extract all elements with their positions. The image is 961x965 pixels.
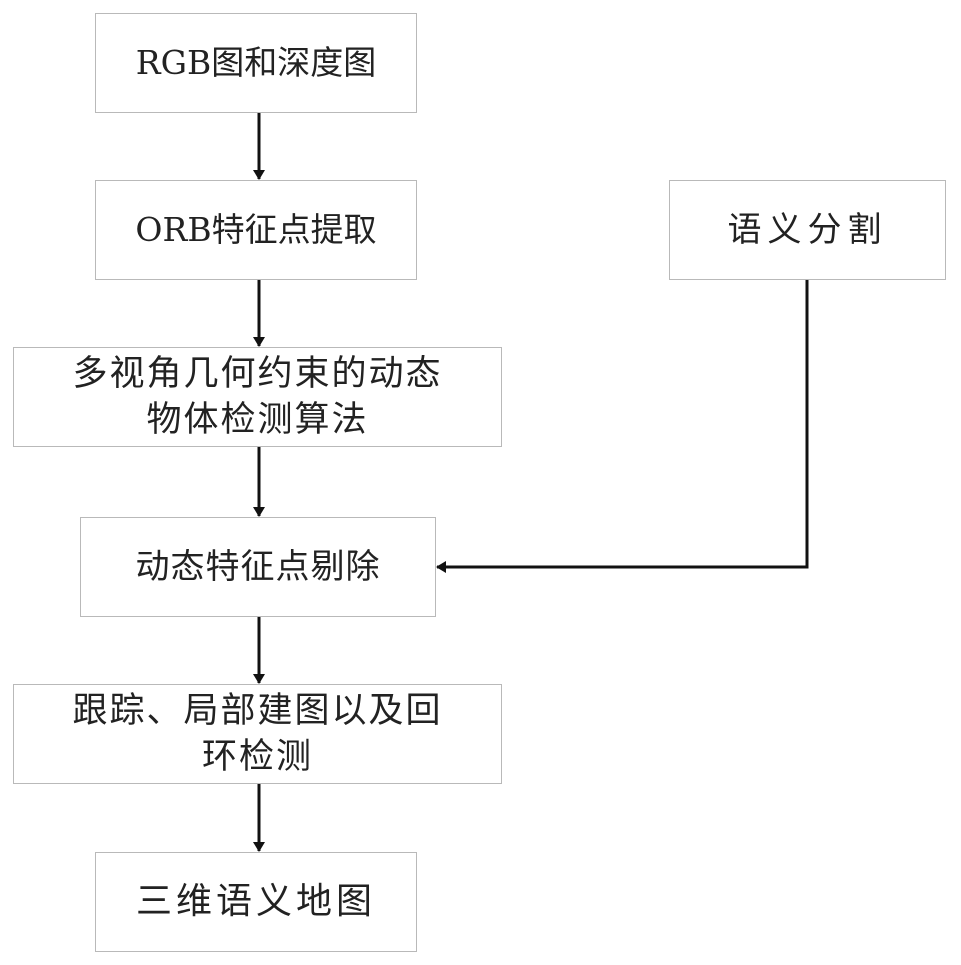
arrow-segmentation-to-removal	[437, 280, 807, 567]
